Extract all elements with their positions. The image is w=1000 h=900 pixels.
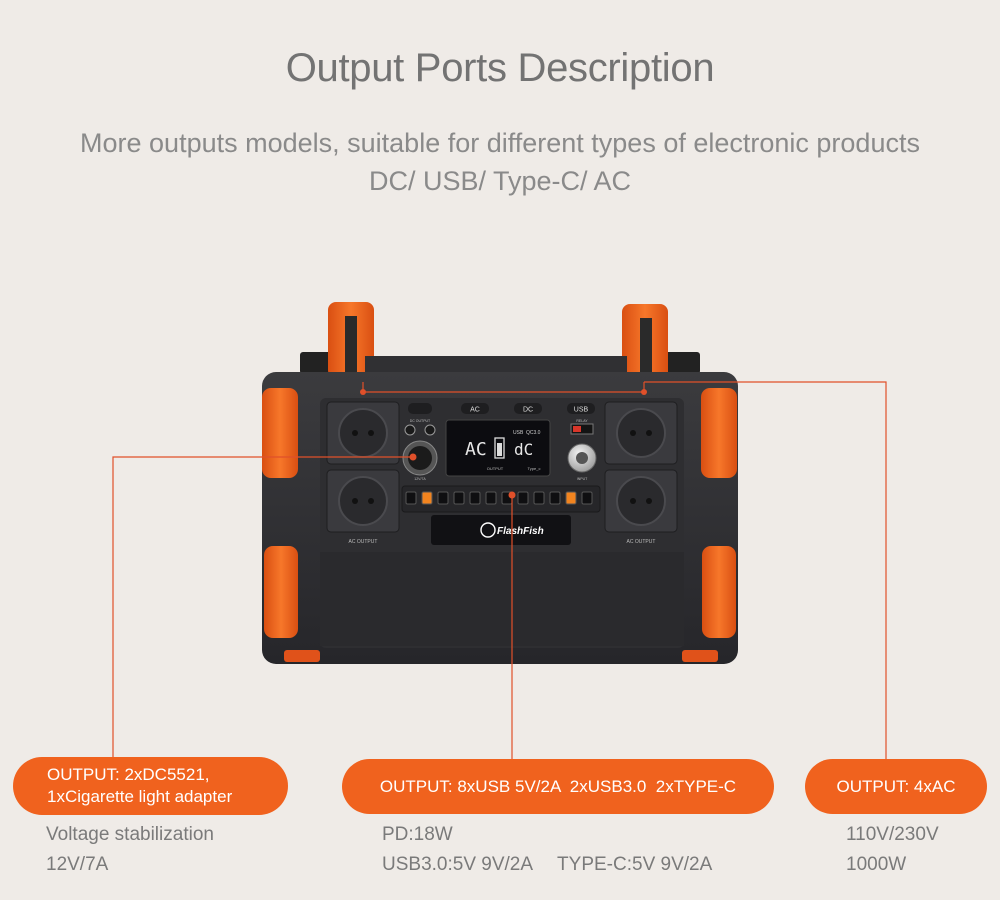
callout-line-ac-bracket bbox=[362, 382, 645, 393]
spec-dc: Voltage stabilization 12V/7A bbox=[46, 820, 214, 880]
left-handle bbox=[300, 302, 374, 378]
ac-button-label: AC bbox=[470, 407, 480, 414]
callout-dc-line2: 1xCigarette light adapter bbox=[47, 787, 233, 806]
spec-dc-line2: 12V/7A bbox=[46, 854, 109, 875]
callout-usb-output: OUTPUT: 8xUSB 5V/2A 2xUSB3.0 2xTYPE-C bbox=[342, 759, 774, 814]
usb-port bbox=[581, 491, 593, 505]
display-dc: dC bbox=[514, 440, 533, 459]
spec-usb: PD:18W USB3.0:5V 9V/2A TYPE-C:5V 9V/2A bbox=[382, 820, 712, 880]
usb-button-label: USB bbox=[574, 407, 589, 414]
dc-output-block: DC OUTPUT 12V/7A bbox=[402, 419, 438, 481]
brand-logo-icon bbox=[480, 522, 496, 538]
ac-button[interactable] bbox=[461, 403, 489, 414]
relay-label: RELAY bbox=[576, 419, 588, 423]
battery-level bbox=[497, 443, 502, 456]
spec-dc-line1: Voltage stabilization bbox=[46, 824, 214, 845]
callout-dc-output: OUTPUT: 2xDC5521, 1xCigarette light adap… bbox=[13, 757, 288, 815]
mode-buttons[interactable]: AC DC USB bbox=[408, 403, 595, 414]
usb-port bbox=[437, 491, 449, 505]
callout-line-right bbox=[644, 381, 887, 760]
spec-ac-line2: 1000W bbox=[846, 854, 907, 875]
power-button[interactable] bbox=[408, 403, 432, 414]
dc-rating-label: 12V/7A bbox=[414, 477, 426, 481]
subtitle-line-2: DC/ USB/ Type-C/ AC bbox=[368, 166, 632, 196]
battery-icon bbox=[494, 437, 505, 459]
spec-ac-line1: 110V/230V bbox=[846, 824, 939, 845]
display-type: Type_c bbox=[528, 466, 541, 471]
callout-lines bbox=[112, 381, 887, 760]
display-output: OUTPUT bbox=[487, 466, 504, 471]
callout-line-left bbox=[112, 456, 413, 758]
display-qc: QC3.0 bbox=[526, 430, 541, 436]
display-ac: AC bbox=[465, 439, 487, 460]
lower-grille bbox=[320, 552, 684, 646]
usb-button[interactable] bbox=[567, 403, 595, 414]
spec-usb-line1: PD:18W bbox=[382, 824, 453, 845]
usb-port bbox=[565, 491, 577, 505]
callout-usb-label: OUTPUT: 8xUSB 5V/2A 2xUSB3.0 2xTYPE-C bbox=[379, 776, 737, 796]
subtitle-line-1: More outputs models, suitable for differ… bbox=[80, 128, 920, 158]
usb-ports-row bbox=[401, 485, 601, 513]
page-title: Output Ports Description bbox=[285, 46, 715, 90]
right-handle bbox=[622, 304, 700, 380]
ac-output-label-right: AC OUTPUT bbox=[627, 539, 656, 545]
usb-port bbox=[549, 491, 561, 505]
callout-ac-output: OUTPUT: 4xAC bbox=[805, 759, 987, 814]
brand-plate bbox=[431, 515, 571, 545]
usb-port bbox=[453, 491, 465, 505]
spec-usb-line2b: TYPE-C:5V 9V/2A bbox=[557, 854, 713, 875]
spec-ac: 110V/230V 1000W bbox=[846, 820, 939, 880]
ac-sockets-right bbox=[604, 401, 678, 533]
dc-button[interactable] bbox=[514, 403, 542, 414]
spec-usb-line2a: USB3.0:5V 9V/2A bbox=[382, 854, 534, 875]
page-subtitle: More outputs models, suitable for differ… bbox=[0, 124, 1000, 200]
callout-ac-label: OUTPUT: 4xAC bbox=[836, 776, 956, 796]
display-usb: USB bbox=[513, 430, 524, 436]
usb-port bbox=[421, 491, 433, 505]
lcd-display: AC dC USB QC3.0 OUTPUT Type_c bbox=[445, 419, 551, 477]
usb-port bbox=[517, 491, 529, 505]
dc-output-label: DC OUTPUT bbox=[410, 419, 431, 423]
usb-port bbox=[469, 491, 481, 505]
input-block: RELAY INPUT bbox=[567, 419, 597, 481]
ac-output-label-left: AC OUTPUT bbox=[349, 539, 378, 545]
brand-name: FlashFish bbox=[497, 526, 544, 537]
corner-bumpers bbox=[262, 388, 737, 662]
dc-button-label: DC bbox=[523, 407, 533, 414]
usb-port bbox=[485, 491, 497, 505]
usb-port bbox=[405, 491, 417, 505]
ac-sockets-left bbox=[326, 401, 400, 533]
input-label: INPUT bbox=[577, 477, 588, 481]
usb-port bbox=[533, 491, 545, 505]
callout-dc-line1: OUTPUT: 2xDC5521, bbox=[47, 765, 210, 784]
